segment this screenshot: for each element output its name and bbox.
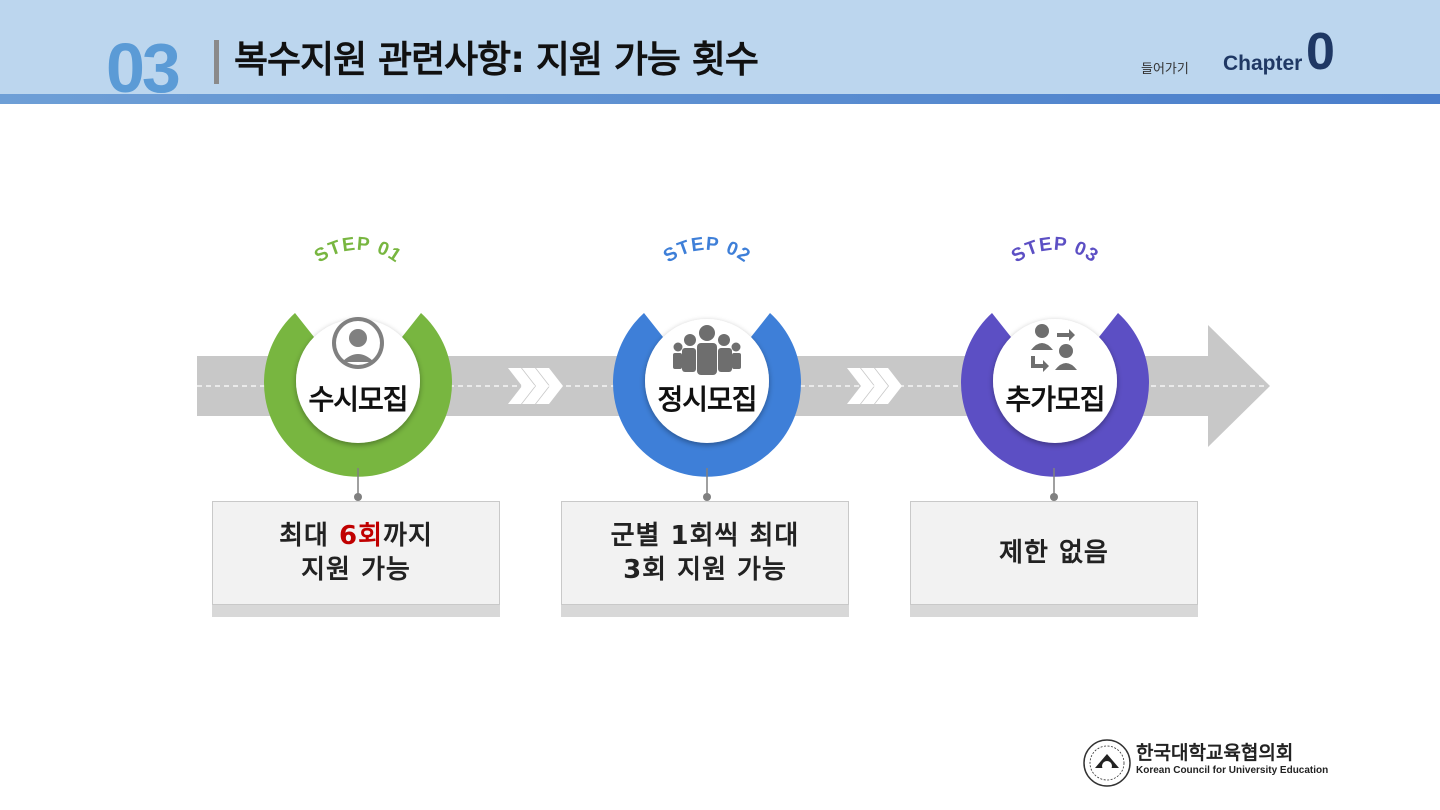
step-3-description: 제한 없음 [999,538,1109,568]
step-1-description: 최대 6회까지 지원 가능 [279,519,433,587]
desc-text: 까지 [383,521,433,551]
step-2-name: 정시모집 [657,383,757,416]
step-2-description-box: 군별 1회씩 최대 3회 지원 가능 [561,501,849,605]
header-bar [0,0,1440,96]
person-silhouette-icon [332,317,384,369]
step-2-connector-dot [703,493,711,501]
step-1-description-box: 최대 6회까지 지원 가능 [212,501,500,605]
step-3-ring [960,313,1149,477]
step-3-name: 추가모집 [1005,383,1105,416]
step-1-badge: STEP 01 [311,234,405,268]
desc-text: 최대 [279,521,340,551]
chevrons-2-icon [847,368,902,404]
step-1-connector-dot [354,493,362,501]
desc-text: 군별 1회씩 최대 [610,521,800,551]
chapter-number[interactable]: 0 [1306,23,1335,81]
step-1-name: 수시모집 [308,383,408,416]
chapter-label[interactable]: Chapter [1223,52,1303,75]
chevrons-1-icon [508,368,563,404]
highlight-count: 6회 [339,521,384,551]
step-3-badge: STEP 03 [1008,234,1102,268]
header-divider [0,94,1440,104]
kcue-emblem-icon [1083,739,1131,787]
title-separator [214,40,219,84]
desc-text: 지원 가능 [301,555,411,585]
person-exchange-icon [1031,324,1077,372]
section-number: 03 [106,29,181,107]
logo-name-kr: 한국대학교육협의회 [1136,742,1294,764]
step-1-ring [263,313,452,477]
organization-logo: 한국대학교육협의회 Korean Council for University … [1086,738,1328,788]
step-2-description: 군별 1회씩 최대 3회 지원 가능 [611,519,800,587]
step-3-connector-dot [1050,493,1058,501]
page-title: 복수지원 관련사항: 지원 가능 횟수 [234,38,759,81]
group-people-icon [673,325,741,375]
logo-name-en: Korean Council for University Education [1136,765,1329,776]
step-2-badge: STEP 02 [660,234,754,268]
desc-text: 3회 지원 가능 [623,555,787,585]
step-3-description-box: 제한 없음 [910,501,1198,605]
enter-link[interactable]: 들어가기 [1141,62,1189,77]
